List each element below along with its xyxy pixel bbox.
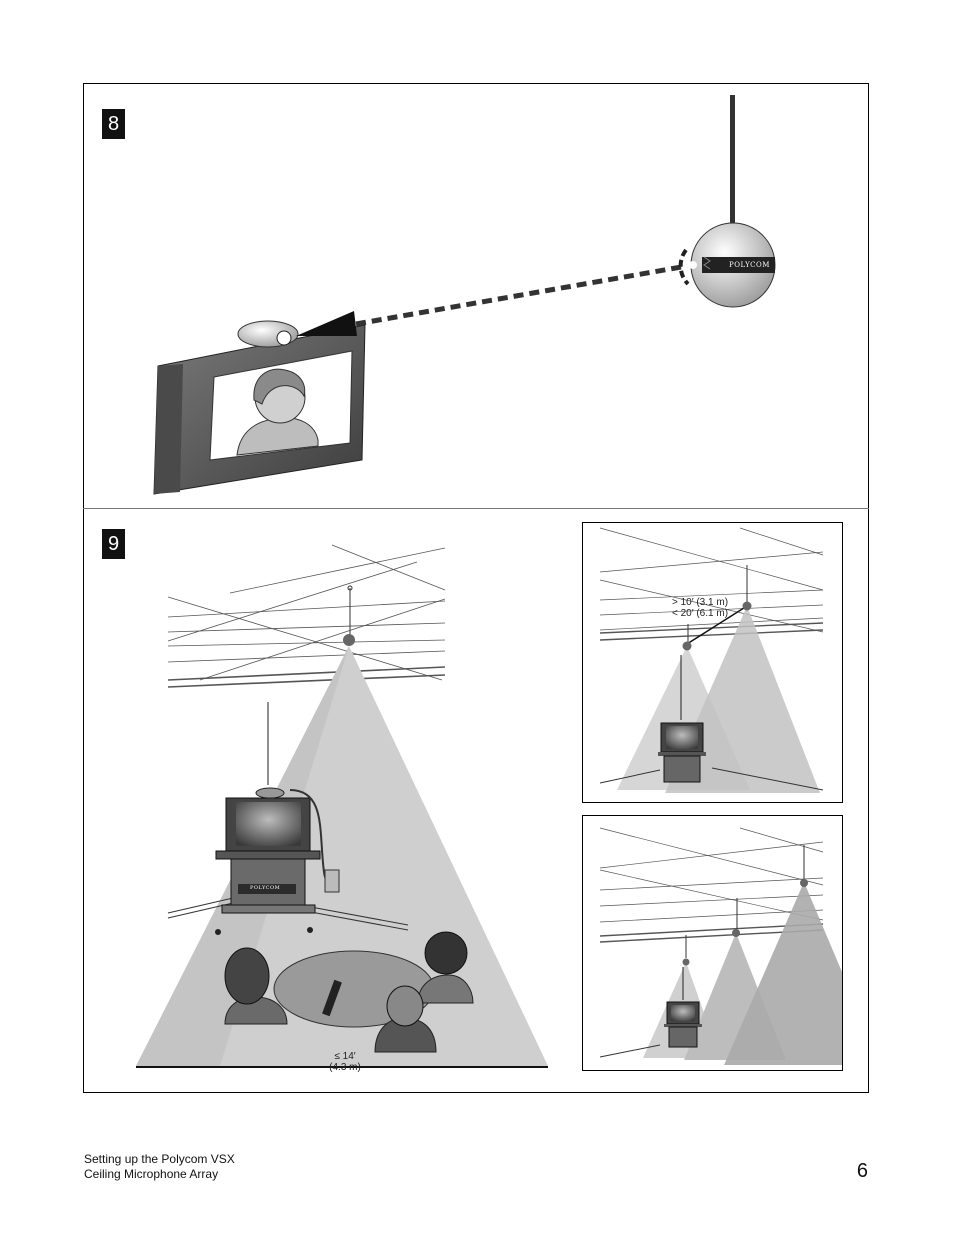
room-width-caption-line2: (4.3 m) [329,1062,361,1073]
microphone-brand-label: POLYCOM [729,261,770,269]
footer-line-1: Setting up the Polycom VSX [84,1152,235,1166]
ceiling-microphone-illustration [678,95,776,308]
figure-divider [83,508,869,509]
participants-main [224,931,474,1053]
figure-frame [83,83,869,1093]
step-number-9: 9 [102,529,125,559]
footer-title: Setting up the Polycom VSX Ceiling Micro… [84,1152,235,1182]
inset-frame-bottom [582,815,843,1071]
inset-bottom-illustration [599,827,842,1065]
camera-beam-icon [296,311,357,336]
page-number: 6 [856,1160,868,1182]
person-on-screen-illustration [236,368,319,456]
mic-spacing-caption-line1: > 10′ (3.1 m) [671,597,729,608]
ceiling-mic-main [267,585,355,785]
room-width-caption-line1: ≤ 14′ [334,1051,356,1062]
mic-spacing-caption-line2: < 20′ (6.1 m) [671,608,729,619]
room-width-caption: ≤ 14′ (4.3 m) [315,1051,375,1073]
ceiling-grid-main [167,544,446,688]
wall-display-illustration [153,320,366,495]
footer-line-2: Ceiling Microphone Array [84,1167,219,1181]
video-cart-main [215,787,340,935]
ir-line-dashed [355,263,688,327]
mic-spacing-caption: > 10′ (3.1 m) < 20′ (6.1 m) [660,597,740,619]
cart-brand-label: POLYCOM [250,885,281,891]
inset-top-illustration [599,527,824,793]
step-number-8: 8 [102,109,125,139]
inset-frame-top [582,522,843,803]
floor-lines-main [167,897,409,931]
camera-illustration [237,320,299,348]
